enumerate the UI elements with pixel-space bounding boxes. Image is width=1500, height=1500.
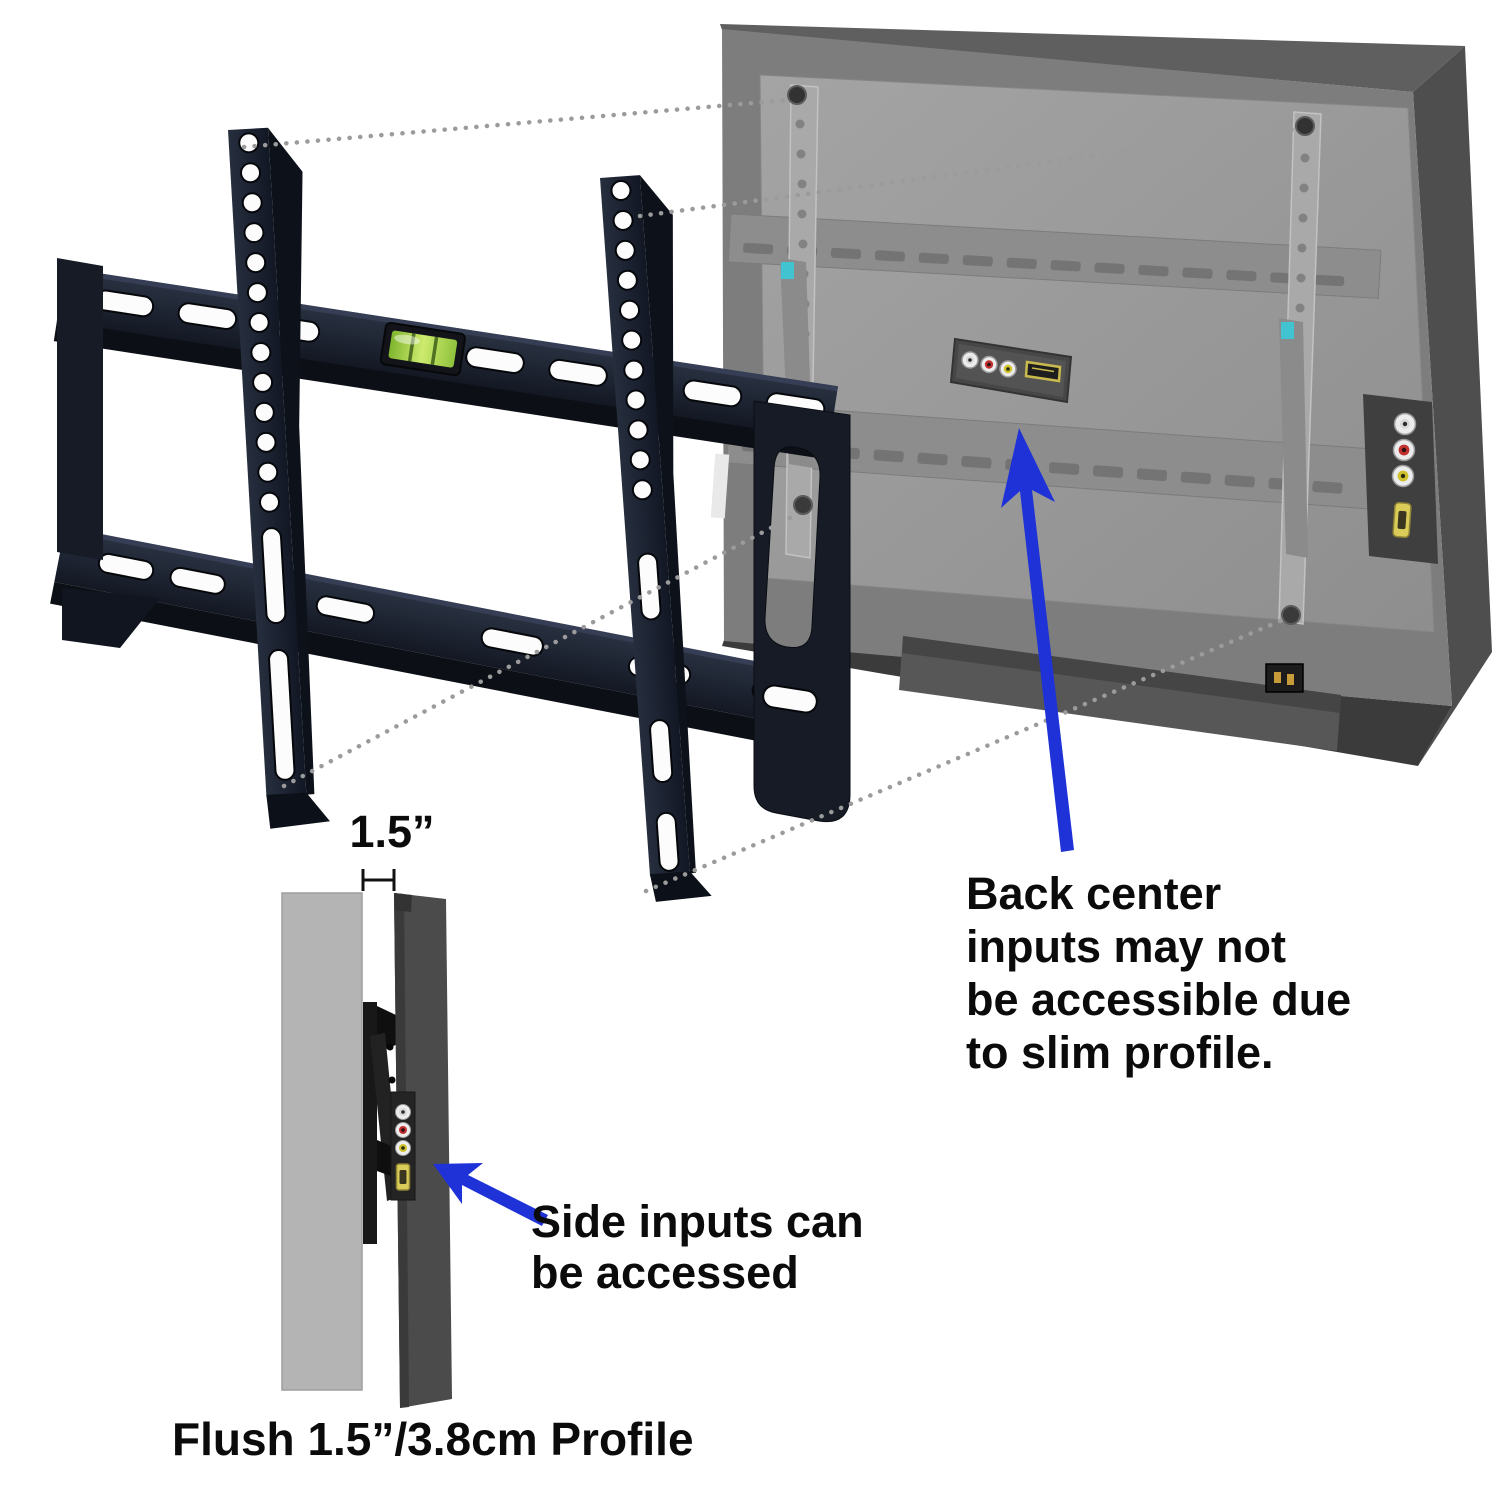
vesa-hole	[255, 431, 277, 453]
bracket-top-rail	[53, 268, 839, 460]
bracket-bottom-rail	[50, 527, 839, 754]
tv-bottom-recess-shadow	[902, 636, 1341, 713]
mounting-slot	[97, 552, 155, 581]
note-line: be accessed	[531, 1247, 799, 1298]
mounting-slot	[480, 627, 544, 657]
profile-caption: Flush 1.5”/3.8cm Profile	[172, 1413, 694, 1465]
ghost-mount-right-rail	[1278, 111, 1322, 625]
vesa-hole	[631, 479, 653, 501]
wall	[281, 892, 363, 1391]
vesa-hole	[610, 180, 632, 202]
vesa-hole	[248, 312, 270, 334]
vesa-hole-bottom-right	[1281, 605, 1301, 625]
dotted-line-top-left	[241, 97, 791, 150]
vesa-hole	[238, 132, 260, 154]
mounting-slot	[177, 302, 238, 330]
tv-top-edge	[720, 24, 1465, 92]
rca-jack-white-icon	[961, 351, 979, 369]
vesa-hole	[252, 371, 274, 393]
vesa-hole	[623, 359, 645, 381]
vesa-hole-top-right	[1295, 116, 1315, 136]
mounting-slot	[548, 358, 608, 387]
tv-back-panel	[759, 74, 1435, 633]
vesa-slot	[655, 811, 680, 872]
wall-mount-bracket	[50, 127, 851, 902]
hdmi-port-icon	[1024, 360, 1062, 383]
rca-jack-white-icon	[1393, 412, 1417, 436]
teal-clip-icon	[1281, 322, 1294, 339]
vesa-hole	[245, 252, 267, 274]
rca-jack-red-icon	[1392, 438, 1416, 462]
vesa-hole-top-left	[787, 85, 807, 105]
vesa-hole	[621, 329, 643, 351]
vesa-hole	[239, 162, 261, 184]
bracket-right-vertical-rail	[600, 175, 712, 902]
hdmi-port-icon	[395, 1163, 411, 1191]
hdmi-port-icon	[1392, 502, 1412, 538]
vesa-hole	[619, 299, 641, 321]
mounting-slot	[169, 566, 226, 595]
bracket-right-endcap	[753, 400, 851, 823]
dotted-line-bottom-left	[281, 510, 802, 789]
vesa-hole	[243, 222, 265, 244]
gap-measurement-ticks	[361, 869, 396, 891]
mounting-slot	[315, 595, 376, 624]
vesa-hole	[250, 341, 272, 363]
dotted-line-top-right	[637, 126, 1299, 219]
gap-measurement-label: 1.5”	[349, 806, 435, 857]
vesa-hole	[241, 192, 263, 214]
power-port-icon	[1265, 663, 1304, 693]
vesa-hole	[625, 389, 647, 411]
note-line: to slim profile.	[966, 1027, 1274, 1078]
mounting-slot	[682, 379, 743, 408]
note-line: inputs may not	[966, 921, 1287, 972]
teal-clip-icon	[781, 262, 794, 279]
alignment-dotted-lines	[241, 97, 1299, 894]
tv-back-view	[710, 24, 1492, 766]
vesa-hole	[616, 269, 638, 291]
rca-jack-yellow-icon	[999, 360, 1017, 378]
vesa-hole	[629, 449, 651, 471]
tv-right-edge	[1413, 46, 1492, 766]
rca-jack-red-icon	[980, 355, 998, 374]
dotted-line-bottom-right	[643, 618, 1283, 894]
tv-side-input-pocket	[1363, 394, 1438, 564]
vesa-slot	[261, 527, 287, 625]
vesa-hole	[257, 461, 279, 483]
vesa-hole	[246, 282, 268, 304]
bubble-level	[379, 321, 466, 377]
vesa-slot	[649, 719, 674, 784]
back-inputs-note: Back center inputs may not be accessible…	[966, 867, 1351, 1079]
tv-edge-tab	[710, 453, 730, 519]
side-inputs-arrow-icon	[433, 1163, 548, 1226]
side-inputs-note: Side inputs can be accessed	[531, 1196, 864, 1298]
back-center-input-panel	[949, 337, 1073, 404]
note-line: Side inputs can	[531, 1196, 864, 1247]
vesa-hole-bottom-left	[793, 495, 813, 515]
ghost-right-arm	[1279, 318, 1308, 558]
vesa-hole	[612, 209, 634, 231]
bracket-left-endcap	[57, 258, 160, 648]
back-inputs-arrow-icon	[1001, 428, 1074, 852]
note-line: be accessible due	[966, 974, 1352, 1025]
vesa-slot	[268, 648, 296, 781]
rca-jack-red-icon	[395, 1122, 411, 1138]
mounting-slot	[762, 684, 818, 714]
rca-jack-white-icon	[395, 1104, 411, 1120]
annotation-arrows	[433, 428, 1074, 1226]
bracket-left-vertical-rail	[228, 127, 330, 829]
vesa-hole	[614, 239, 636, 261]
vesa-hole	[258, 491, 280, 513]
rca-jack-yellow-icon	[1391, 464, 1415, 488]
rca-jack-yellow-icon	[395, 1140, 411, 1156]
vesa-hole	[253, 401, 275, 423]
vesa-hole	[627, 419, 649, 441]
note-line: Back center	[966, 868, 1222, 919]
side-view-tv	[390, 893, 452, 1408]
side-profile-view	[281, 869, 452, 1408]
mounting-slot	[465, 346, 525, 374]
